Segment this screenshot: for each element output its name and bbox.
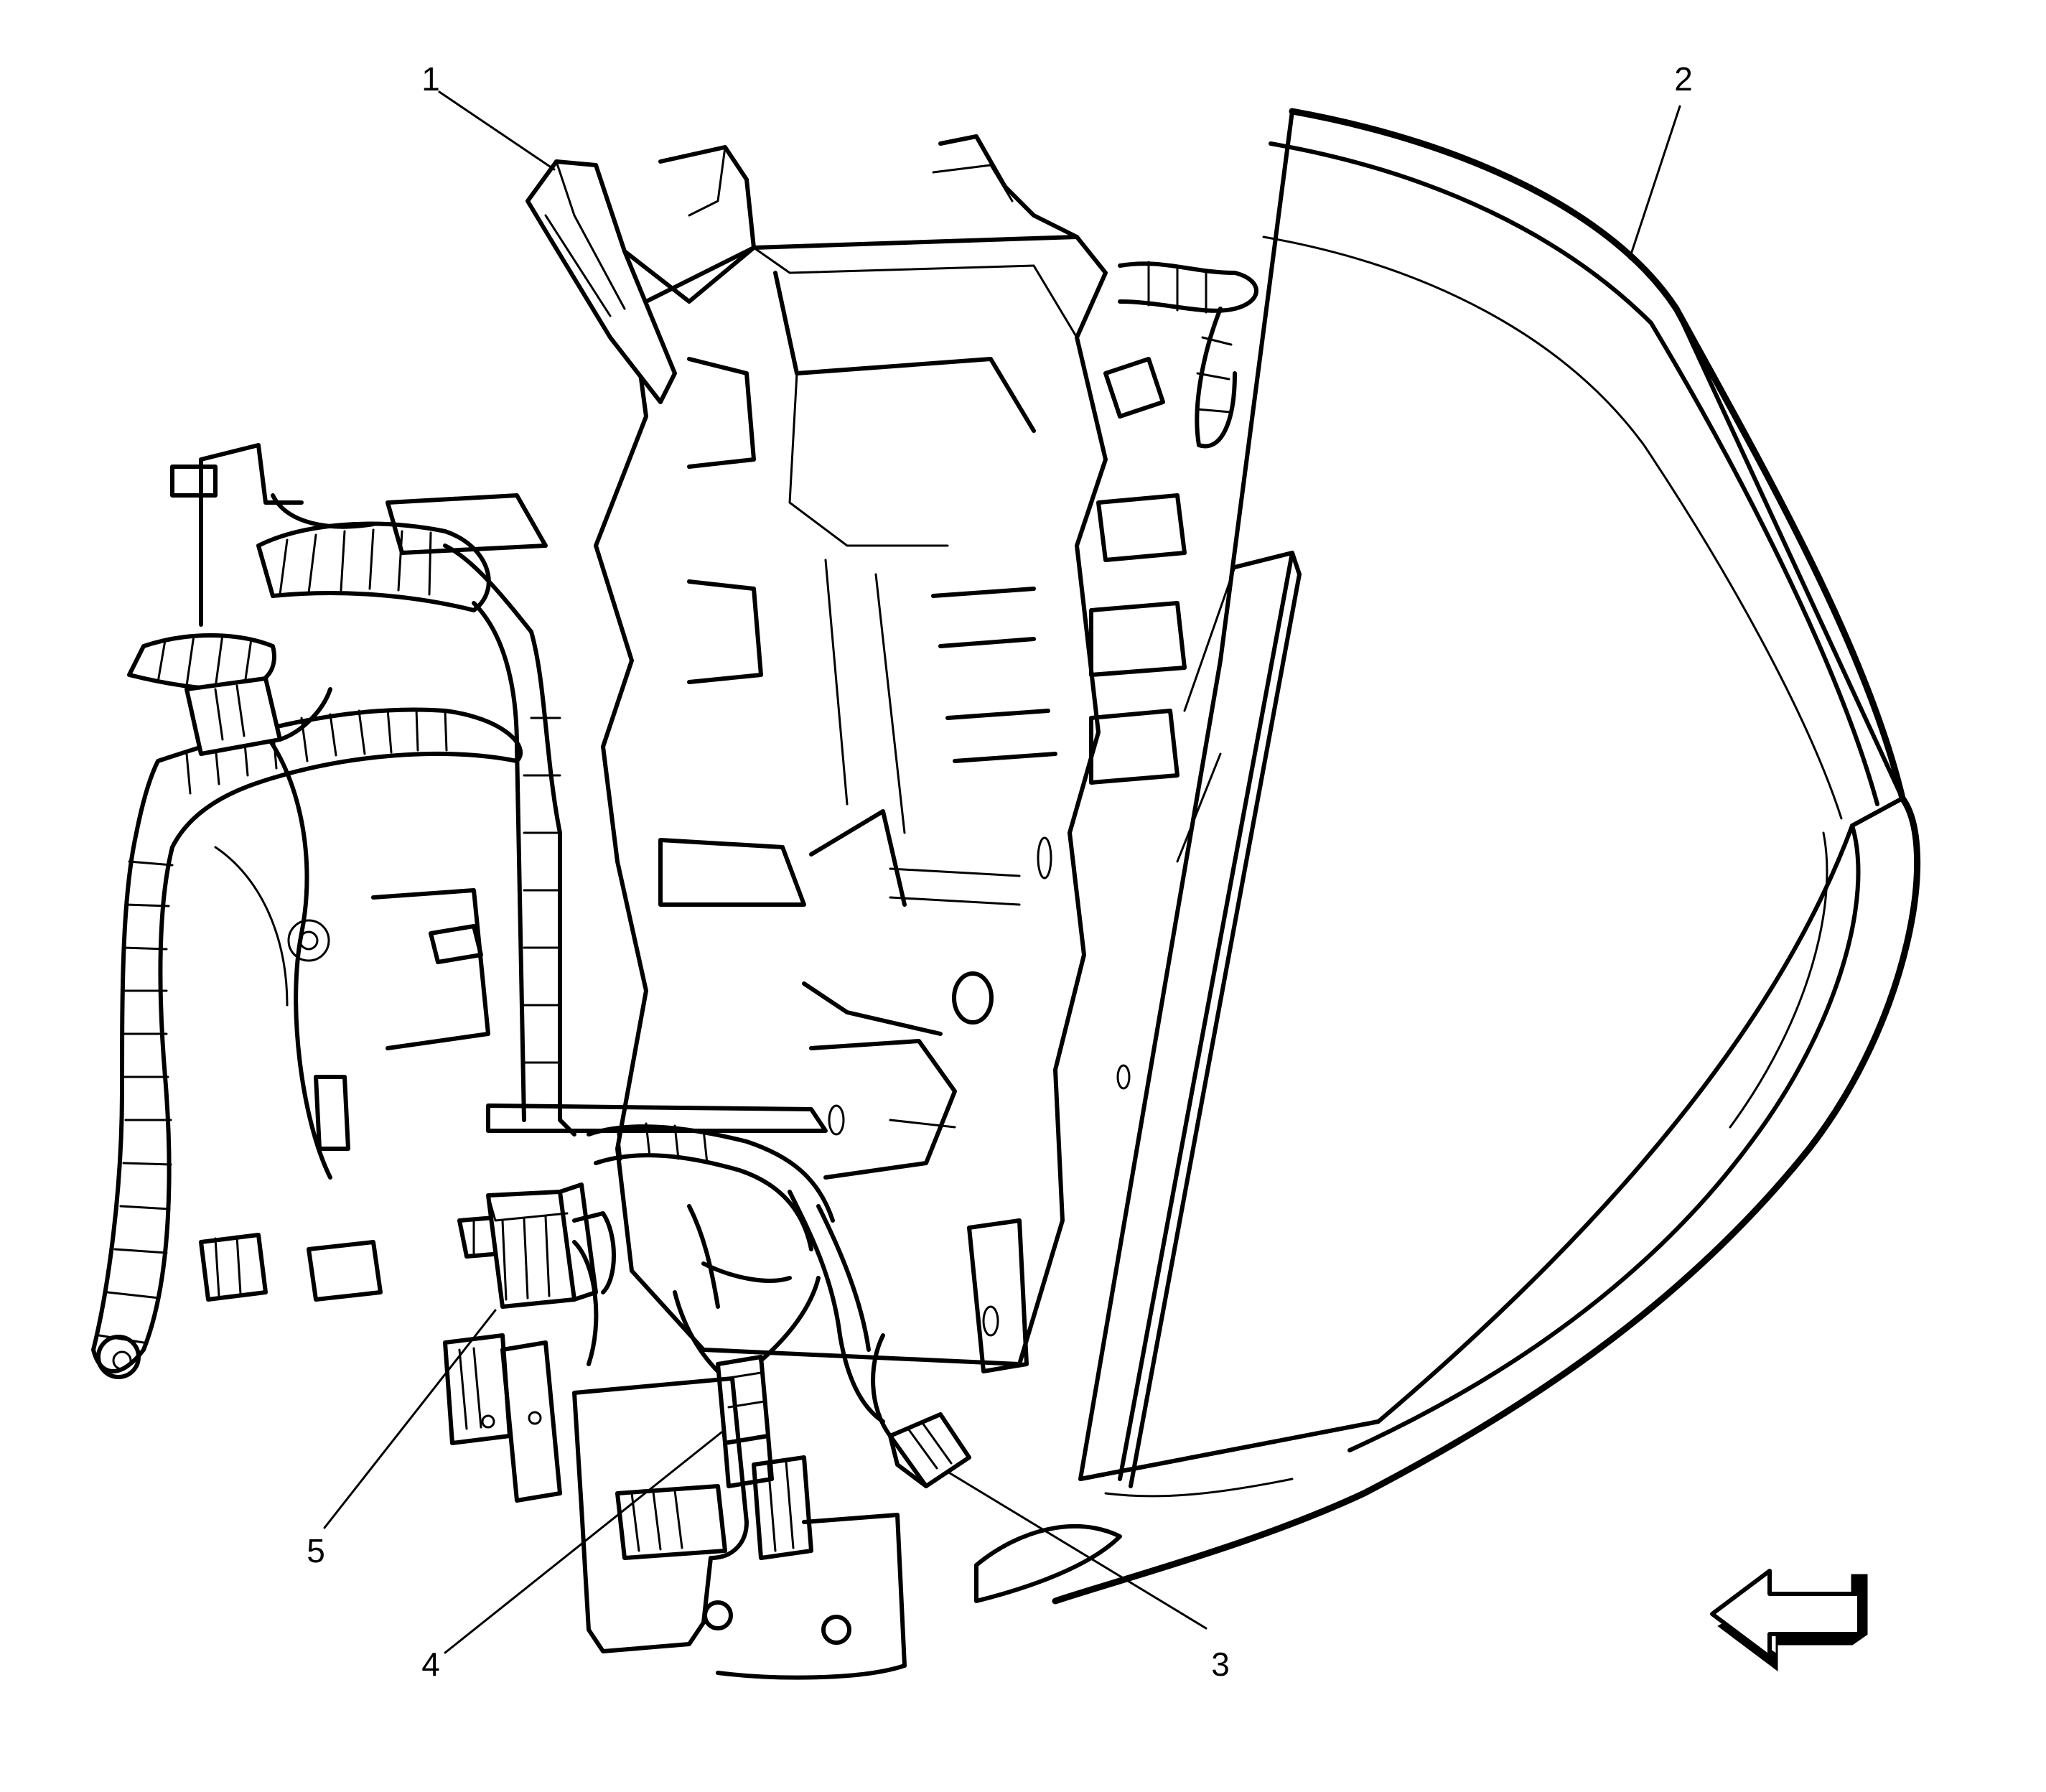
lower-wiring [443,1122,907,1680]
callout-leaders [323,90,1681,1654]
left-arrow-icon [1710,1569,1868,1671]
leader-line-4 [444,1431,723,1654]
leader-line-2 [1628,105,1681,260]
support-post [525,159,756,404]
wire-harness-upper [1089,261,1258,785]
leader-line-3 [946,1470,1207,1630]
wire-harness-left [91,443,576,1379]
callout-1: 1 [421,60,440,98]
callout-5: 5 [307,1532,325,1569]
leader-line-1 [438,90,556,171]
curved-panel-assembly [974,108,1921,1605]
callout-3: 3 [1211,1646,1230,1683]
leader-line-5 [323,1309,497,1529]
callout-2: 2 [1674,60,1693,98]
connector-3 [871,1333,971,1488]
mounting-bracket [486,134,1131,1373]
callout-4: 4 [421,1646,440,1683]
module-5 [486,1182,616,1366]
